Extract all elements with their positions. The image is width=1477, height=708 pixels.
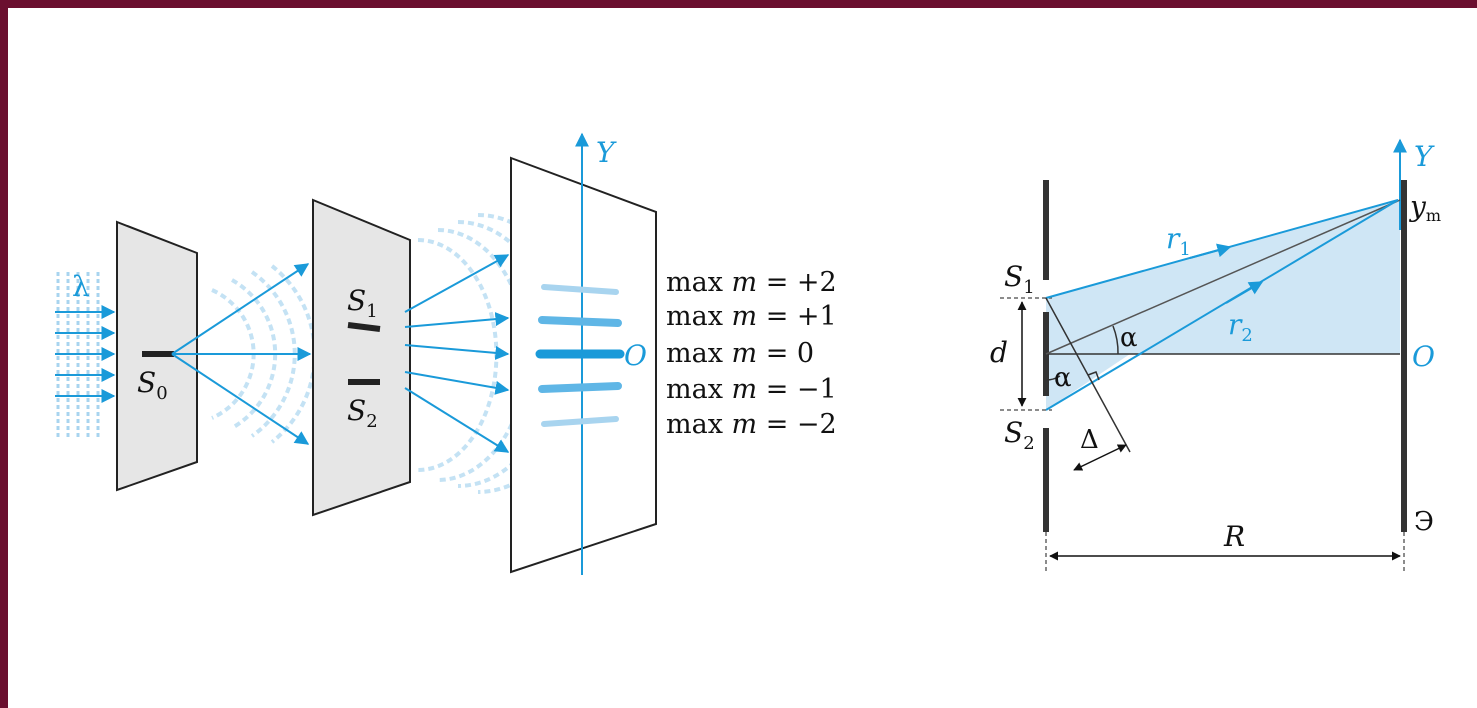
fringe-max-minus-2 <box>541 416 619 427</box>
angle-arc-lower <box>1045 375 1061 381</box>
right-slit1-label: S1 <box>1004 260 1035 298</box>
r-label: R <box>1223 520 1245 553</box>
diagram-canvas: λ S0 S1 S2 <box>55 132 1441 575</box>
right-origin-label: O <box>1412 340 1435 373</box>
right-y-axis-label: Y <box>1414 140 1435 173</box>
geometry-shading-lower <box>1046 354 1130 410</box>
ray-r2 <box>1045 199 1399 411</box>
source-label: S0 <box>137 366 168 404</box>
slit-1 <box>347 322 381 332</box>
left-figure: λ S0 S1 S2 <box>55 132 837 575</box>
source-rays <box>171 263 312 445</box>
max-label: max m = +1 <box>666 301 837 332</box>
alpha-lower-label: α <box>1054 363 1072 393</box>
slit-rays <box>404 254 510 453</box>
fringe-max-plus-2 <box>541 284 619 295</box>
fringe-max-plus-1 <box>538 316 622 327</box>
observation-screen <box>510 156 657 574</box>
d-label: d <box>990 336 1008 369</box>
slit2-label: S2 <box>347 394 378 432</box>
delta-dimension <box>1073 444 1127 471</box>
alpha-upper-label: α <box>1120 323 1138 353</box>
interference-fringes <box>535 284 625 427</box>
maxima-labels: max m = +2 max m = +1 max m = 0 max m = … <box>666 267 837 440</box>
max-label: max m = +2 <box>666 267 837 298</box>
screen-label: Э <box>1414 507 1434 537</box>
incident-rays <box>55 305 116 403</box>
delta-label: Δ <box>1080 425 1099 455</box>
double-slit-panel <box>312 198 411 517</box>
bisector-line <box>1045 199 1401 355</box>
figure-frame: λ S0 S1 S2 <box>8 8 1477 708</box>
max-label: max m = 0 <box>666 338 814 369</box>
origin-label: O <box>624 339 647 372</box>
ray-r2-arrow <box>1225 281 1264 304</box>
angle-arc-upper <box>1112 325 1119 355</box>
right-slit2-label: S2 <box>1004 416 1035 454</box>
r1-label: r1 <box>1166 222 1191 260</box>
ray-r1-arrow <box>1189 243 1232 259</box>
right-figure: Y d r1 r2 Δ α α S1 S2 ym O Э <box>990 138 1441 572</box>
ym-label: ym <box>1408 190 1441 225</box>
y-axis-label: Y <box>596 136 617 169</box>
fringe-max-minus-1 <box>538 382 622 393</box>
max-label: max m = −2 <box>666 409 837 440</box>
r2-label: r2 <box>1228 308 1253 346</box>
slit1-label: S1 <box>347 284 378 322</box>
wavelength-label: λ <box>72 270 90 303</box>
right-angle-mark <box>1087 371 1100 381</box>
max-label: max m = −1 <box>666 374 837 405</box>
